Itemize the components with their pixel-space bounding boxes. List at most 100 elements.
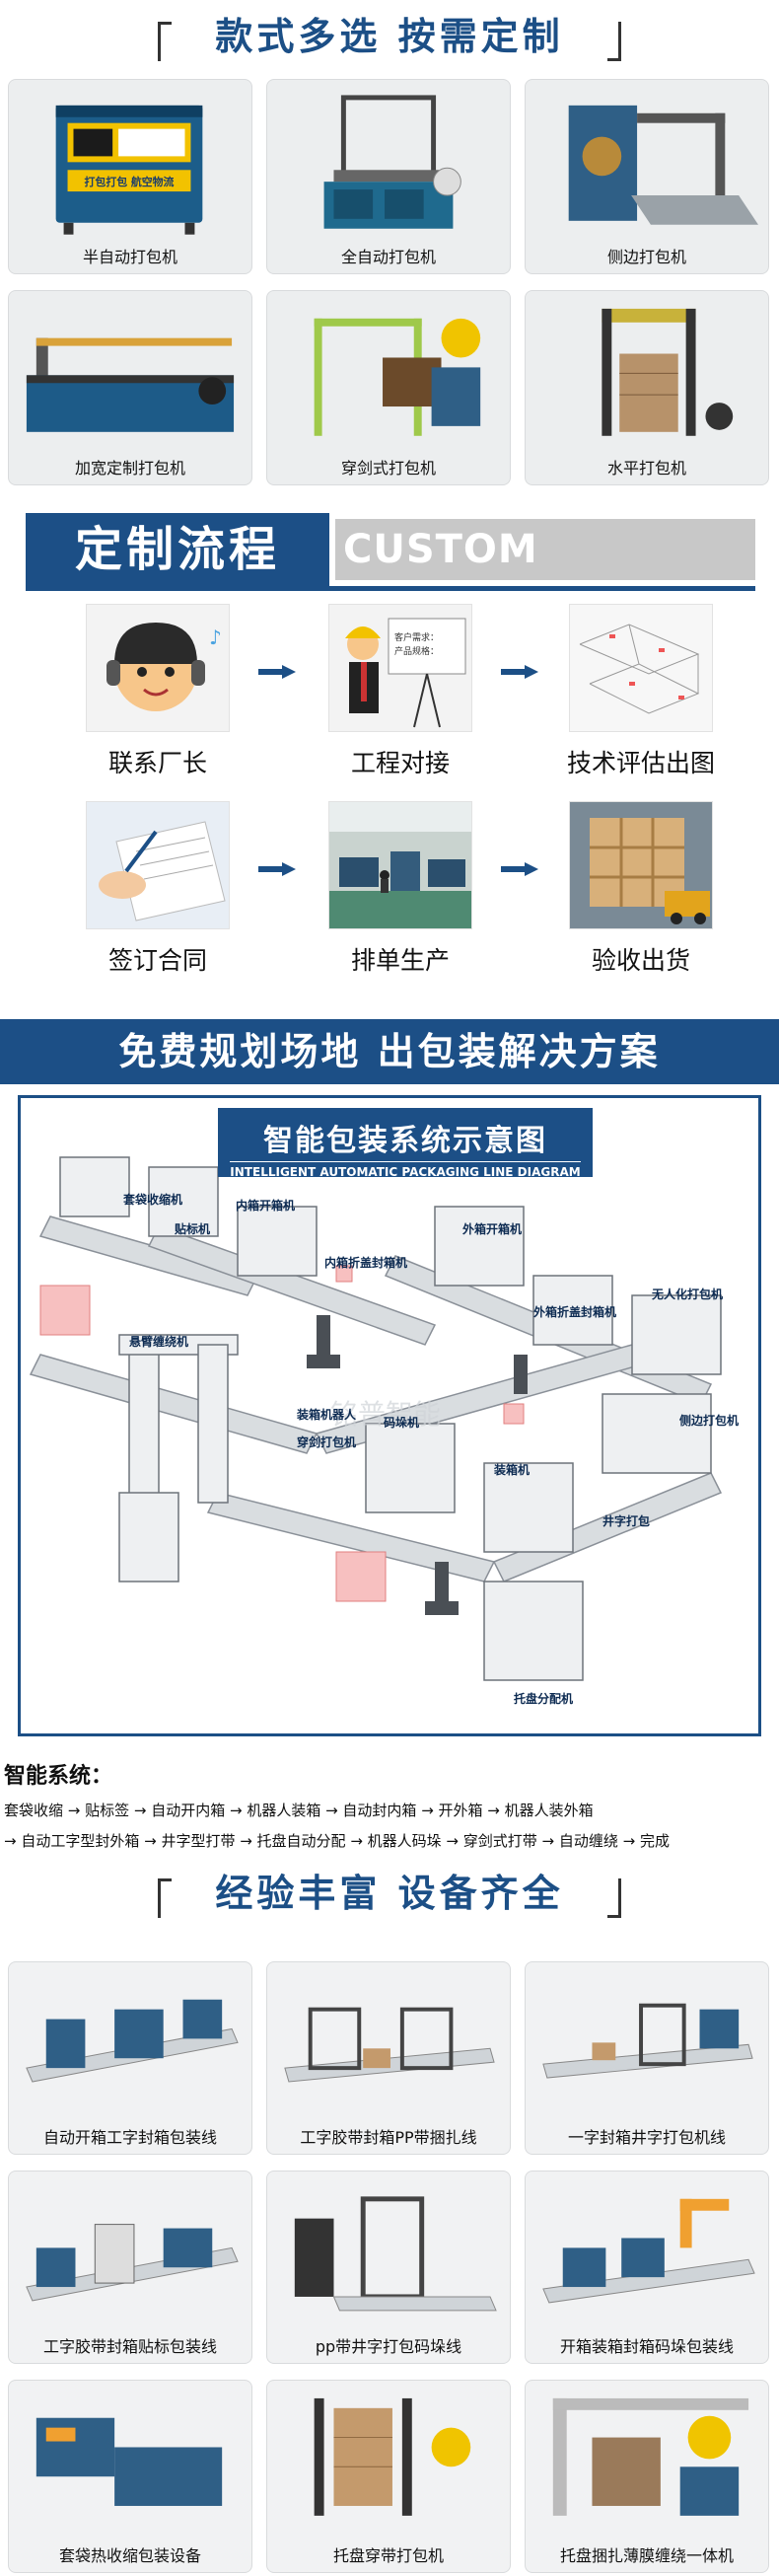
product-label: 侧边打包机: [606, 248, 686, 266]
diagram-label: 装箱机器人: [297, 1408, 357, 1422]
engineer-presentation-icon: 客户需求： 产品规格：: [328, 604, 472, 732]
widened-strapping-machine-icon: [26, 337, 235, 432]
line-card[interactable]: 自动开箱工字封箱包装线: [8, 1961, 252, 2155]
contract-signing-icon: [86, 801, 230, 929]
step-label: 技术评估出图: [566, 749, 715, 777]
step-engineering: 客户需求： 产品规格： 工程对接: [312, 604, 489, 779]
line-label: 开箱装箱封箱码垛包装线: [559, 2337, 734, 2356]
product-label: 水平打包机: [606, 459, 686, 478]
packaging-line-icon: [284, 2007, 495, 2083]
product-card-semi-auto[interactable]: 打包打包 航空物流 半自动打包机: [8, 79, 252, 274]
system-flow-line-1: 套袋收缩 → 贴标签 → 自动开内箱 → 机器人装箱 → 自动封内箱 → 开外箱…: [4, 1802, 594, 1819]
step-label: 签订合同: [107, 946, 207, 975]
line-label: 工字胶带封箱PP带捆扎线: [300, 2128, 477, 2147]
diagram-label: 侧边打包机: [679, 1414, 740, 1428]
packaging-line-icon: [552, 2397, 749, 2516]
shipment-icon: [569, 801, 713, 929]
custom-process-banner: 定制流程 CUSTOM PROCESS: [26, 513, 755, 633]
side-strapping-machine-icon: [568, 105, 758, 225]
packaging-line-icon: [35, 2417, 223, 2506]
diagram-label: 悬臂缠绕机: [129, 1335, 189, 1349]
step-technical: 技术评估出图: [552, 604, 730, 779]
diagram-label: 外箱折盖封箱机: [533, 1305, 617, 1319]
line-card[interactable]: pp带井字打包码垛线: [266, 2171, 511, 2364]
machine-badge-text: 打包打包 航空物流: [85, 175, 175, 188]
product-card-widened[interactable]: 加宽定制打包机: [8, 290, 252, 485]
line-label: 自动开箱工字封箱包装线: [42, 2128, 217, 2147]
arrow-right-icon: [258, 665, 296, 679]
product-card-full-auto[interactable]: 全自动打包机: [266, 79, 511, 274]
product-grid: 打包打包 航空物流 半自动打包机 全自动打包机: [0, 79, 779, 485]
product-label: 加宽定制打包机: [74, 459, 185, 478]
step-contract: 签订合同: [69, 801, 247, 977]
step-label: 联系厂长: [107, 749, 207, 777]
section-title-styles: 款式多选 按需定制: [0, 0, 779, 79]
production-line-grid: 自动开箱工字封箱包装线 工字胶带封箱PP带捆扎线 一字封箱井字打包机线 工字: [0, 1961, 779, 2573]
step-contact: ♪ 联系厂长: [69, 604, 247, 779]
packaging-line-icon: [26, 1999, 239, 2083]
factory-production-icon: [328, 801, 472, 929]
product-card-sword[interactable]: 穿剑式打包机: [266, 290, 511, 485]
section-title-text: 经验丰富 设备齐全: [215, 1872, 564, 1915]
packaging-line-icon: [26, 2224, 239, 2302]
customer-service-icon: ♪: [86, 604, 230, 732]
horizontal-strapping-machine-icon: [602, 308, 734, 436]
board-line: 客户需求：: [394, 631, 439, 643]
line-label: 一字封箱井字打包机线: [567, 2128, 726, 2147]
bracket-left: [158, 22, 172, 61]
step-row-2: 签订合同 排单生产: [0, 801, 779, 998]
line-label: 托盘穿带打包机: [332, 2546, 444, 2565]
diagram-label: 无人化打包机: [652, 1288, 724, 1301]
technical-drawing-icon: [569, 604, 713, 732]
diagram-label: 内箱开箱机: [236, 1199, 296, 1213]
semi-auto-strapping-machine-icon: 打包打包 航空物流: [55, 105, 203, 235]
diagram-label: 托盘分配机: [514, 1692, 574, 1706]
bracket-left: [158, 1878, 172, 1918]
system-title: 智能系统：: [4, 1764, 113, 1789]
diagram-label: 套袋收缩机: [123, 1193, 183, 1207]
diagram-label: 井字打包: [602, 1514, 651, 1528]
line-card[interactable]: 开箱装箱封箱码垛包装线: [525, 2171, 769, 2364]
planning-banner: 免费规划场地 出包装解决方案: [0, 1019, 779, 1084]
line-card[interactable]: 工字胶带封箱贴标包装线: [8, 2171, 252, 2364]
diagram-label: 贴标机: [175, 1222, 211, 1236]
line-card[interactable]: 托盘捆扎薄膜缠绕一体机: [525, 2380, 769, 2573]
step-label: 排单生产: [350, 946, 450, 975]
diagram-drawing: 铭普智能: [29, 1156, 723, 1681]
line-label: 工字胶带封箱贴标包装线: [42, 2337, 217, 2356]
banner-underline: [26, 586, 755, 591]
line-card[interactable]: 托盘穿带打包机: [266, 2380, 511, 2573]
arrow-right-icon: [501, 862, 538, 876]
bracket-right: [607, 22, 621, 61]
section-title-experience: 经验丰富 设备齐全: [0, 1857, 779, 1936]
line-label: 托盘捆扎薄膜缠绕一体机: [559, 2546, 734, 2565]
arrow-right-icon: [258, 862, 296, 876]
packaging-line-icon: [294, 2196, 497, 2312]
process-steps: ♪ 联系厂长 客户需求： 产品规格：: [0, 604, 779, 998]
section-title-text: 款式多选 按需定制: [215, 15, 564, 58]
line-label: 套袋热收缩包装设备: [58, 2546, 201, 2565]
diagram-label: 内箱折盖封箱机: [324, 1256, 408, 1270]
step-shipment: 验收出货: [552, 801, 730, 977]
sword-strapping-machine-icon: [314, 318, 481, 436]
board-line: 产品规格：: [394, 645, 439, 657]
packaging-line-diagram: 铭普智能 智能包装系统示意图 INTELLIGENT AUTOMATIC PAC…: [18, 1095, 761, 1736]
bracket-right: [607, 1878, 621, 1918]
diagram-label: 穿剑打包机: [297, 1435, 357, 1449]
step-label: 工程对接: [350, 749, 450, 777]
svg-text:♪: ♪: [209, 626, 222, 649]
diagram-label: 外箱开箱机: [462, 1222, 523, 1236]
custom-process-title-en: CUSTOM PROCESS: [335, 519, 755, 633]
arrow-right-icon: [501, 665, 538, 679]
diagram-title-box: 智能包装系统示意图 INTELLIGENT AUTOMATIC PACKAGIN…: [218, 1108, 593, 1179]
line-card[interactable]: 套袋热收缩包装设备: [8, 2380, 252, 2573]
product-label: 全自动打包机: [340, 248, 436, 266]
line-card[interactable]: 一字封箱井字打包机线: [525, 1961, 769, 2155]
diagram-label: 装箱机: [494, 1463, 531, 1477]
packaging-line-icon: [542, 2003, 753, 2079]
product-card-horizontal[interactable]: 水平打包机: [525, 290, 769, 485]
line-card[interactable]: 工字胶带封箱PP带捆扎线: [266, 1961, 511, 2155]
custom-process-title-cn: 定制流程: [26, 513, 329, 586]
product-card-side[interactable]: 侧边打包机: [525, 79, 769, 274]
